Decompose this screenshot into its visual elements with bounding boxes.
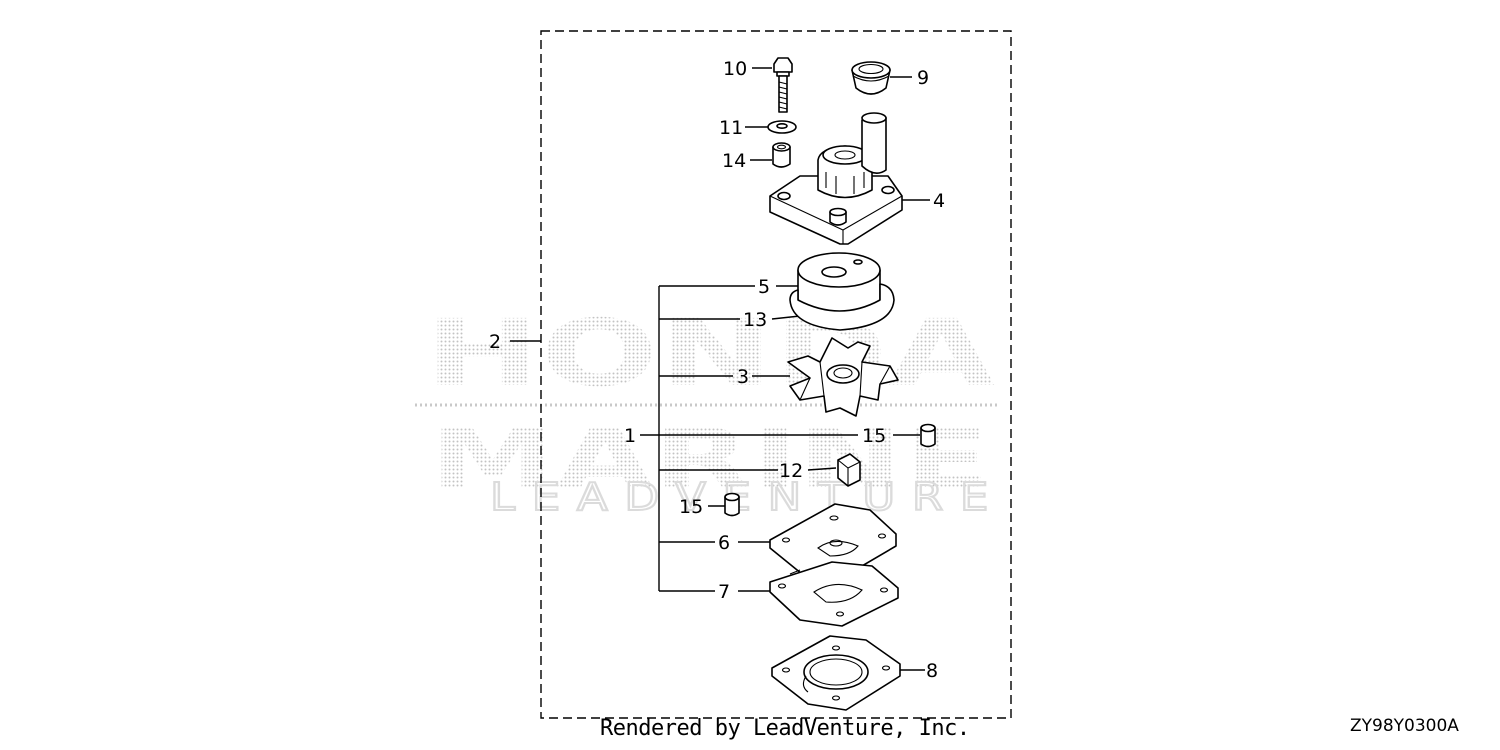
part-pump-housing — [769, 112, 903, 245]
part-impeller — [787, 337, 899, 417]
callout-9: 9 — [917, 67, 929, 89]
callout-8: 8 — [926, 660, 938, 682]
part-plate-gasket — [769, 503, 897, 581]
callout-14: 14 — [722, 150, 746, 172]
part-plate — [769, 561, 899, 627]
callout-5: 5 — [758, 276, 770, 298]
callout-3: 3 — [737, 366, 749, 388]
callout-11: 11 — [719, 117, 743, 139]
callout-labels: 10 9 11 14 4 5 13 2 3 1 15 12 15 6 7 8 — [489, 58, 945, 682]
callout-7: 7 — [718, 581, 730, 603]
callout-13: 13 — [743, 309, 767, 331]
part-gasket-ring — [789, 283, 895, 331]
part-grommet — [851, 61, 891, 95]
callout-10: 10 — [723, 58, 747, 80]
watermark-line3: LEADVENTURE — [490, 475, 1005, 519]
render-credit: Rendered by LeadVenture, Inc. — [600, 716, 970, 741]
part-key — [837, 453, 861, 487]
diagram-code: ZY98Y0300A — [1350, 716, 1459, 736]
callout-2: 2 — [489, 331, 501, 353]
assembly-border — [540, 30, 1012, 719]
part-pin-lower — [724, 492, 740, 517]
watermark-line2: MARINE — [430, 410, 990, 508]
part-bolt — [773, 57, 793, 113]
callout-6: 6 — [718, 532, 730, 554]
watermark-line1: HONDA — [425, 300, 995, 407]
part-base-gasket — [771, 635, 901, 711]
part-liner — [797, 252, 881, 315]
part-pin-upper — [920, 423, 936, 448]
watermark: HONDA MARINE LEADVENTURE — [415, 300, 1005, 520]
callout-15-upper: 15 — [862, 425, 886, 447]
part-washer — [767, 120, 797, 134]
callout-12: 12 — [779, 460, 803, 482]
part-collar — [772, 142, 791, 168]
callout-4: 4 — [933, 190, 945, 212]
callout-1: 1 — [624, 425, 636, 447]
callout-15-lower: 15 — [679, 496, 703, 518]
